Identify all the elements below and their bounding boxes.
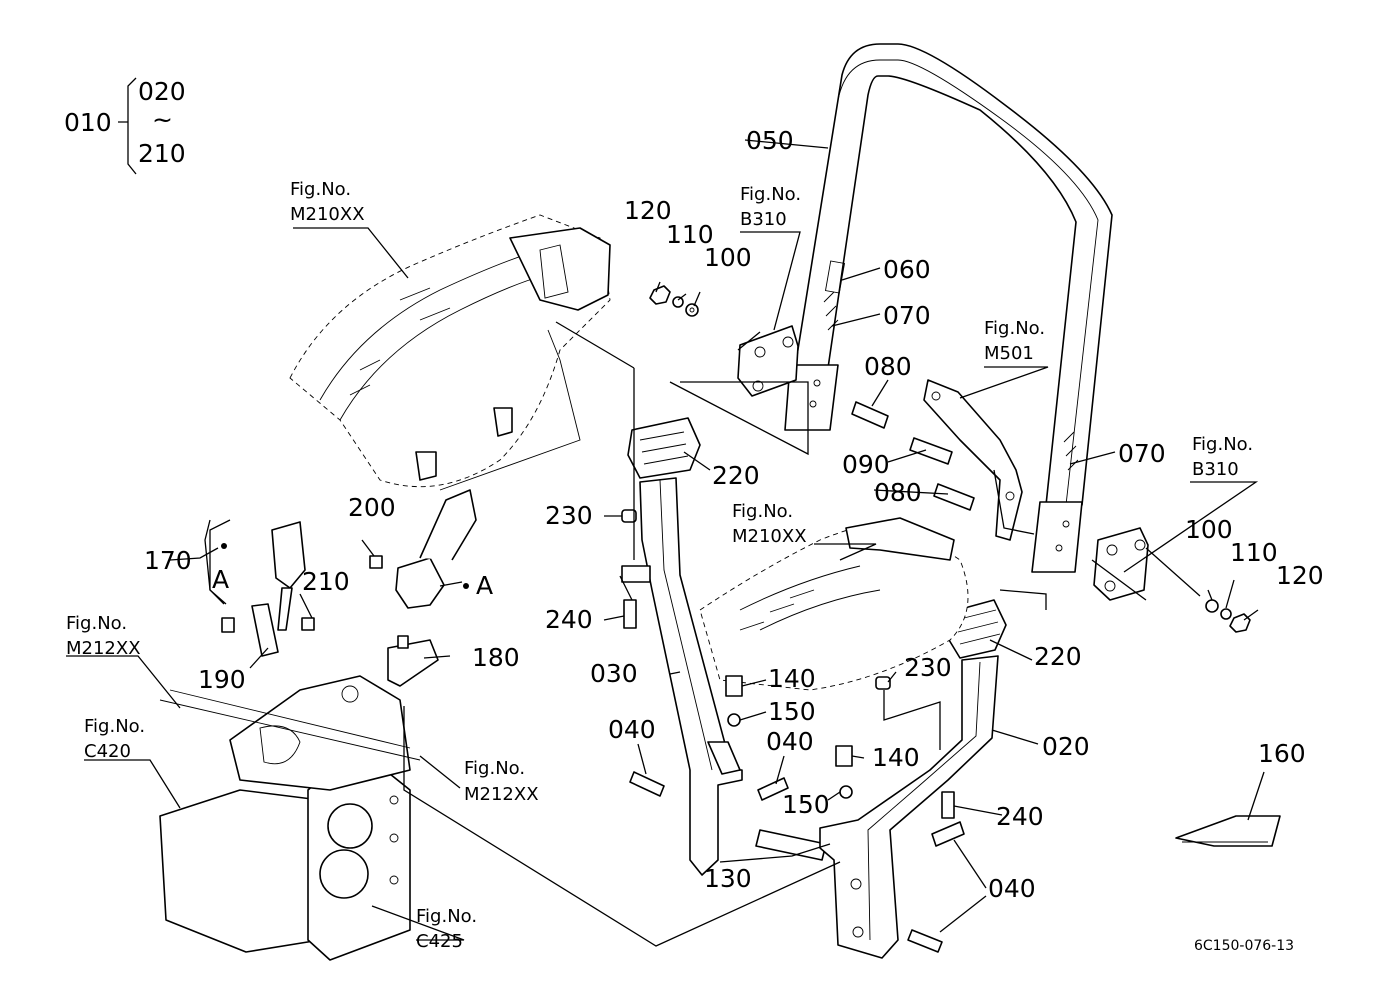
detail-markers: A A [209, 519, 493, 605]
fig-ref-m501: M501 [984, 343, 1034, 364]
fig-ref-m210xx-upper: M210XX [290, 204, 365, 225]
figure-reference-labels: Fig.No. M210XX Fig.No. B310 Fig.No. M501… [66, 179, 1253, 952]
fig-label-m210xx-upper: Fig.No. [290, 179, 351, 200]
fig-ref-m212xx-right: M212XX [464, 784, 539, 805]
part-label-220-left: 220 [712, 461, 760, 490]
fig-ref-c420: C420 [84, 741, 131, 762]
part-label-040-mid: 040 [766, 727, 814, 756]
lever-assembly-drawing [221, 489, 477, 687]
part-label-160: 160 [1258, 739, 1306, 768]
fig-label-m212xx-right: Fig.No. [464, 758, 525, 779]
fig-ref-b310-lower: B310 [1192, 459, 1239, 480]
assembly-range-label: 010 020 ~ 210 [64, 77, 186, 168]
part-label-080-upper: 080 [864, 352, 912, 381]
part-number-labels: 050 120 110 100 060 070 080 090 080 070 … [144, 126, 1324, 903]
fig-ref-m212xx-left: M212XX [66, 638, 141, 659]
leader-lines [66, 77, 1265, 947]
fig-ref-b310-upper: B310 [740, 209, 787, 230]
fig-ref-m210xx-lower: M210XX [732, 526, 807, 547]
fig-label-b310-lower: Fig.No. [1192, 434, 1253, 455]
part-label-140-upper: 140 [768, 664, 816, 693]
part-label-130: 130 [704, 864, 752, 893]
rops-frame-drawing [784, 43, 1113, 573]
part-label-170: 170 [144, 546, 192, 575]
fig-label-m210xx-lower: Fig.No. [732, 501, 793, 522]
part-label-240-right: 240 [996, 802, 1044, 831]
part-label-220-right: 220 [1034, 642, 1082, 671]
part-label-150-upper: 150 [768, 697, 816, 726]
assembly-main-number: 010 [64, 108, 112, 137]
part-label-020: 020 [1042, 732, 1090, 761]
part-label-150-lower: 150 [782, 790, 830, 819]
part-label-230-left: 230 [545, 501, 593, 530]
detail-marker-a-right: A [476, 571, 493, 600]
part-label-090: 090 [842, 450, 890, 479]
diagram-reference-code: 6C150-076-13 [1194, 938, 1294, 954]
part-label-180: 180 [472, 643, 520, 672]
fig-label-c420: Fig.No. [84, 716, 145, 737]
part-label-100-right: 100 [1185, 515, 1233, 544]
upper-platform-drawing [289, 214, 611, 491]
left-post-drawing [621, 417, 827, 876]
part-label-190: 190 [198, 665, 246, 694]
brackets-drawing [737, 325, 1149, 601]
fig-label-b310-upper: Fig.No. [740, 184, 801, 205]
fig-ref-c425: C425 [416, 931, 463, 952]
part-label-210: 210 [302, 567, 350, 596]
part-label-070-upper: 070 [883, 301, 931, 330]
transmission-drawing [159, 675, 421, 961]
document-drawing [1175, 815, 1281, 847]
part-label-240-left: 240 [545, 605, 593, 634]
part-label-030: 030 [590, 659, 638, 688]
part-label-100: 100 [704, 243, 752, 272]
part-label-140-lower: 140 [872, 743, 920, 772]
part-label-120-right: 120 [1276, 561, 1324, 590]
part-label-060: 060 [883, 255, 931, 284]
assembly-range-end: 210 [138, 139, 186, 168]
part-label-070-lower: 070 [1118, 439, 1166, 468]
part-label-200: 200 [348, 493, 396, 522]
part-label-050: 050 [746, 126, 794, 155]
part-label-040-left: 040 [608, 715, 656, 744]
fig-label-m212xx-left: Fig.No. [66, 613, 127, 634]
fasteners-drawing [621, 285, 1251, 953]
assembly-range-start: 020 [138, 77, 186, 106]
fig-label-m501: Fig.No. [984, 318, 1045, 339]
part-label-040-right: 040 [988, 874, 1036, 903]
part-label-110: 110 [666, 220, 714, 249]
assembly-range-tilde: ~ [152, 105, 173, 134]
part-label-120: 120 [624, 196, 672, 225]
part-label-110-right: 110 [1230, 538, 1278, 567]
part-label-230-right: 230 [904, 653, 952, 682]
detail-marker-a-left: A [212, 565, 229, 594]
fig-label-c425: Fig.No. [416, 906, 477, 927]
lower-platform-drawing [699, 517, 969, 691]
part-label-080-lower: 080 [874, 478, 922, 507]
